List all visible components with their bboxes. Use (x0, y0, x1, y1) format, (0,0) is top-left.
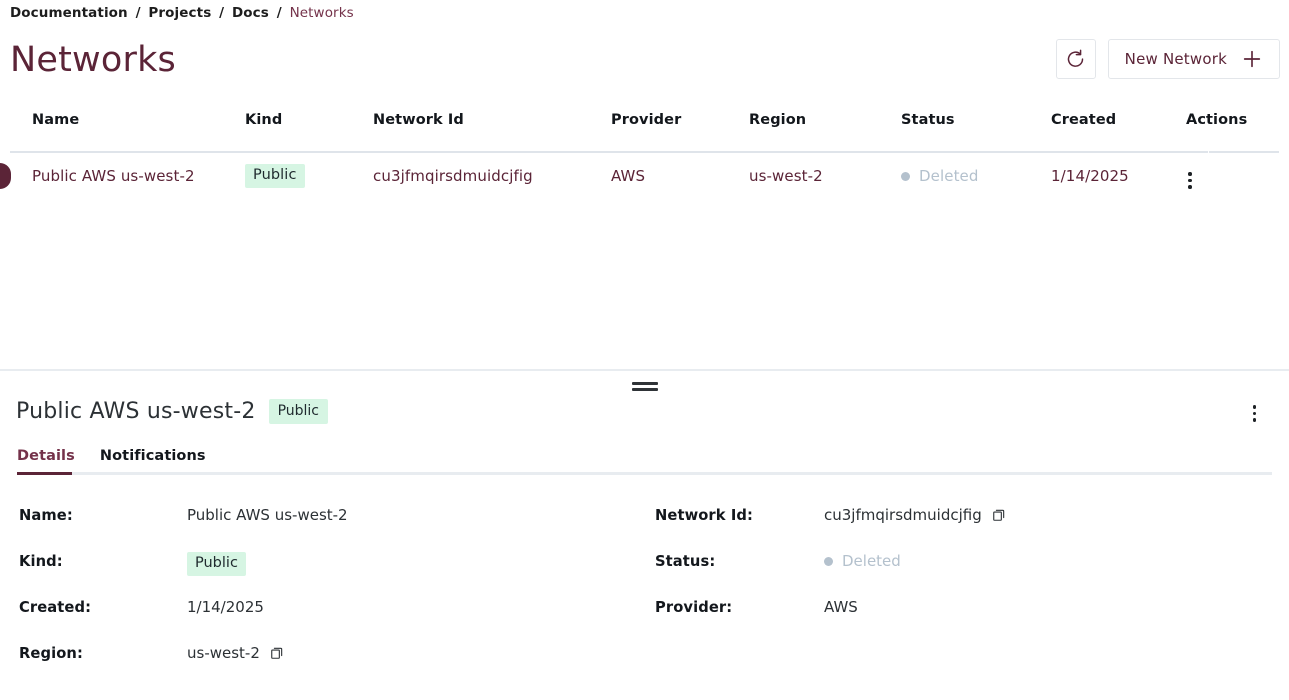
detail-fields: Name: Public AWS us-west-2 Kind: Public … (0, 503, 1289, 687)
field-status: Status: Deleted (17, 549, 1272, 595)
breadcrumb-item-projects[interactable]: Projects (148, 5, 212, 21)
tabs-underline (17, 472, 1272, 475)
column-header-name[interactable]: Name (32, 112, 80, 128)
cell-region: us-west-2 (749, 167, 823, 185)
field-label-network-id: Network Id: (655, 507, 754, 524)
active-tab-indicator (17, 472, 72, 475)
field-label-created: Created: (19, 599, 92, 616)
status-dot-icon (824, 556, 833, 566)
breadcrumb: Documentation / Projects / Docs / Networ… (10, 5, 354, 21)
field-label-name: Name: (19, 507, 73, 524)
column-header-region[interactable]: Region (749, 112, 807, 128)
breadcrumb-separator: / (219, 5, 225, 21)
field-value-network-id: cu3jfmqirsdmuidcjfig (824, 506, 982, 524)
detail-fields-right: Network Id: cu3jfmqirsdmuidcjfig (17, 503, 1272, 641)
detail-fields-left: Name: Public AWS us-west-2 Kind: Public … (17, 503, 1272, 687)
cell-created: 1/14/2025 (1051, 167, 1129, 185)
new-network-button[interactable]: New Network (1107, 39, 1280, 79)
field-network-id: Network Id: cu3jfmqirsdmuidcjfig (17, 503, 1272, 549)
tab-notifications[interactable]: Notifications (99, 448, 206, 464)
detail-kind-badge: Public (268, 398, 328, 424)
field-value-network-id-wrap: cu3jfmqirsdmuidcjfig (824, 506, 1006, 524)
page-actions: New Network (1055, 39, 1280, 79)
row-selected-indicator (0, 163, 11, 189)
table-header-divider-gap (1208, 151, 1209, 153)
page-title: Networks (10, 40, 176, 80)
table-header-row: Name Kind Network Id Provider Region Sta… (0, 112, 1289, 153)
panel-splitter (0, 369, 1289, 371)
breadcrumb-item-networks[interactable]: Networks (289, 5, 354, 21)
breadcrumb-item-documentation[interactable]: Documentation (10, 5, 128, 21)
detail-status-badge: Deleted (824, 552, 901, 570)
table-row[interactable]: Public AWS us-west-2 Public cu3jfmqirsdm… (0, 152, 1289, 200)
field-value-region: us-west-2 (187, 644, 260, 662)
field-region: Region: us-west-2 (17, 641, 1272, 687)
field-label-status: Status: (655, 553, 716, 570)
cell-status: Deleted (901, 167, 1051, 185)
cell-provider: AWS (611, 167, 646, 185)
field-value-status: Deleted (842, 552, 901, 570)
cell-kind: Public (245, 164, 373, 188)
field-value-status-wrap: Deleted (824, 552, 901, 570)
column-header-actions: Actions (1186, 112, 1248, 128)
refresh-button[interactable] (1055, 39, 1096, 79)
column-header-provider[interactable]: Provider (611, 112, 682, 128)
table-header-divider (10, 151, 1279, 153)
refresh-icon (1065, 49, 1086, 70)
field-provider: Provider: AWS (17, 595, 1272, 641)
field-value-name: Public AWS us-west-2 (187, 506, 348, 524)
cell-actions (1186, 162, 1271, 191)
cell-name: Public AWS us-west-2 (32, 167, 195, 185)
detail-title: Public AWS us-west-2 (16, 398, 256, 424)
breadcrumb-item-docs[interactable]: Docs (231, 5, 269, 21)
field-kind: Kind: Public (17, 549, 1272, 595)
kebab-menu-icon[interactable] (1186, 170, 1194, 191)
kind-badge: Public (245, 164, 305, 188)
detail-kind-value-badge: Public (187, 552, 246, 576)
tab-details[interactable]: Details (17, 448, 75, 464)
status-badge: Deleted (901, 167, 979, 185)
field-label-region: Region: (19, 645, 83, 662)
detail-header: Public AWS us-west-2 Public (0, 392, 1289, 430)
status-dot-icon (901, 171, 910, 181)
networks-table: Name Kind Network Id Provider Region Sta… (0, 112, 1289, 200)
copy-icon[interactable] (992, 508, 1006, 522)
detail-panel: Public AWS us-west-2 Public Details Noti… (0, 392, 1289, 687)
breadcrumb-separator: / (276, 5, 282, 21)
field-value-created: 1/14/2025 (187, 598, 264, 616)
field-label-provider: Provider: (655, 599, 733, 616)
field-value-kind: Public (187, 552, 246, 576)
breadcrumb-separator: / (135, 5, 141, 21)
detail-kebab-menu-icon[interactable] (1251, 403, 1259, 424)
detail-tabs: Details Notifications (0, 448, 1289, 475)
field-label-kind: Kind: (19, 553, 63, 570)
column-header-created[interactable]: Created (1051, 112, 1117, 128)
column-header-kind[interactable]: Kind (245, 112, 283, 128)
drag-handle-icon[interactable] (631, 380, 658, 393)
plus-icon (1241, 48, 1263, 70)
field-value-region-wrap: us-west-2 (187, 644, 284, 662)
status-label: Deleted (919, 167, 979, 186)
field-created: Created: 1/14/2025 (17, 595, 1272, 641)
cell-network-id: cu3jfmqirsdmuidcjfig (373, 167, 533, 185)
copy-icon[interactable] (270, 646, 284, 660)
column-header-status[interactable]: Status (901, 112, 955, 128)
field-name: Name: Public AWS us-west-2 (17, 503, 1272, 549)
new-network-label: New Network (1124, 50, 1227, 68)
field-value-provider: AWS (824, 598, 858, 616)
column-header-network-id[interactable]: Network Id (373, 112, 464, 128)
